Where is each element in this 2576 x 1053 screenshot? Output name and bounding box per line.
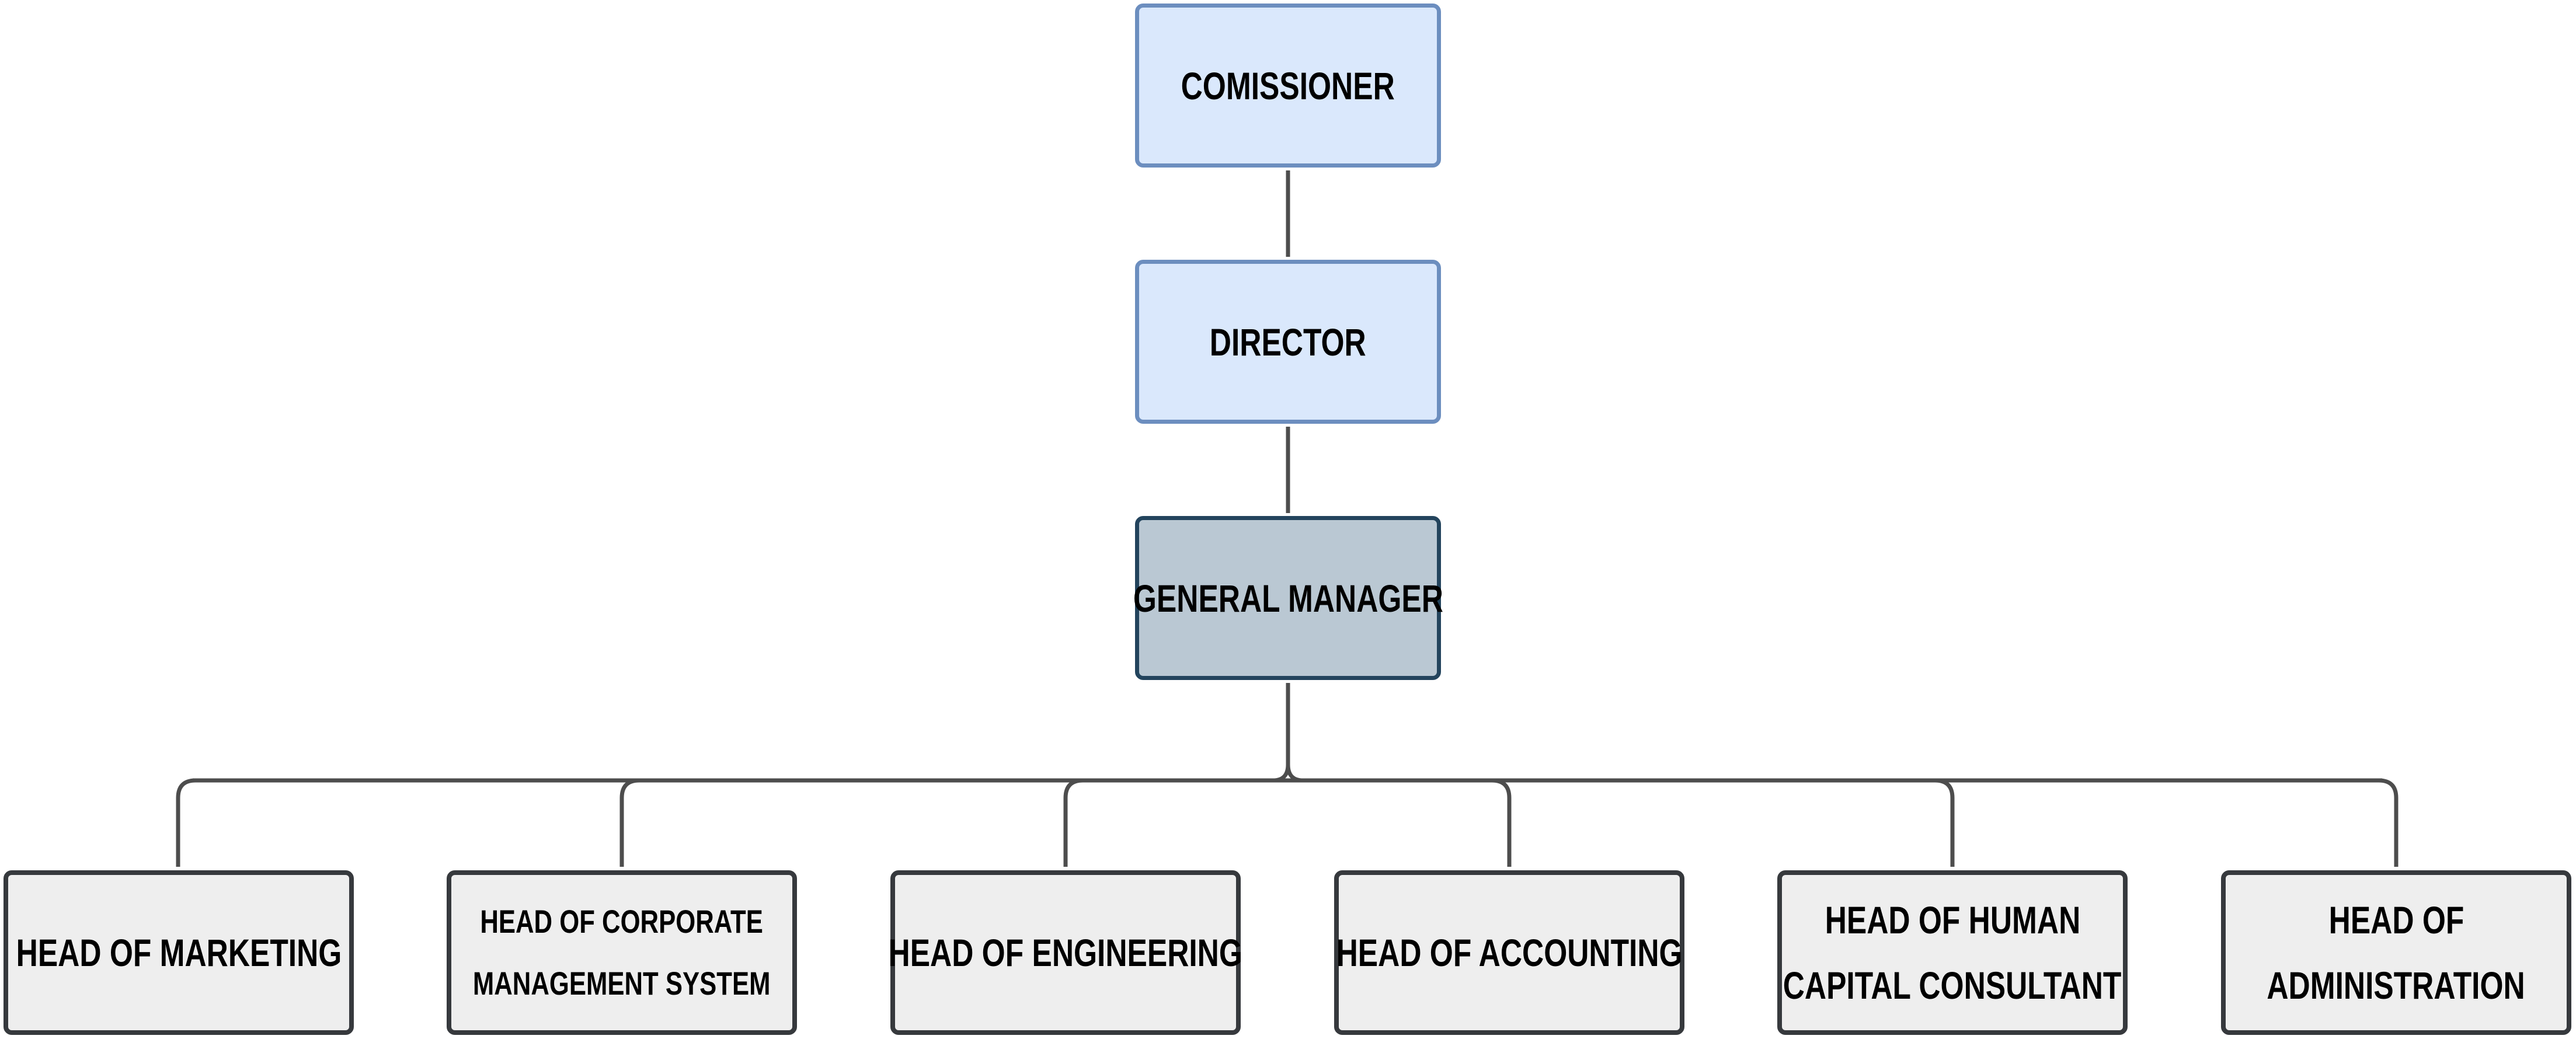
node-label-line-1: HEAD OF HUMAN bbox=[1825, 898, 2080, 942]
node-label: HEAD OF MARKETING bbox=[16, 931, 342, 974]
node-label: DIRECTOR bbox=[1210, 320, 1366, 364]
node-head-of-corporate-management-system[interactable]: HEAD OF CORPORATE MANAGEMENT SYSTEM bbox=[447, 870, 797, 1035]
node-label-line-1: HEAD OF CORPORATE bbox=[480, 903, 764, 940]
connector-branch-5 bbox=[1934, 778, 1955, 867]
node-head-of-accounting[interactable]: HEAD OF ACCOUNTING bbox=[1334, 870, 1684, 1035]
node-label: COMISSIONER bbox=[1181, 64, 1395, 107]
node-label: HEAD OF ENGINEERING bbox=[888, 931, 1243, 974]
connector-gm-trunk bbox=[1272, 683, 1304, 783]
connector-branch-2 bbox=[619, 778, 640, 867]
node-label-line-2: ADMINISTRATION bbox=[2267, 964, 2526, 1007]
node-label-line-2: MANAGEMENT SYSTEM bbox=[473, 965, 771, 1002]
node-head-of-administration[interactable]: HEAD OF ADMINISTRATION bbox=[2221, 870, 2571, 1035]
node-label-line-2: CAPITAL CONSULTANT bbox=[1783, 964, 2122, 1007]
node-director[interactable]: DIRECTOR bbox=[1135, 260, 1441, 424]
connector-branch-6 bbox=[2378, 778, 2399, 867]
connector-branch-3 bbox=[1063, 778, 1084, 867]
node-head-of-engineering[interactable]: HEAD OF ENGINEERING bbox=[888, 870, 1243, 1035]
node-general-manager[interactable]: GENERAL MANAGER bbox=[1133, 516, 1443, 680]
connector-branch-1 bbox=[176, 778, 196, 867]
connector-branch-4 bbox=[1491, 778, 1512, 867]
node-label-line-1: HEAD OF bbox=[2328, 898, 2464, 942]
node-label: HEAD OF ACCOUNTING bbox=[1336, 931, 1683, 974]
node-label: GENERAL MANAGER bbox=[1133, 576, 1443, 620]
node-commissioner[interactable]: COMISSIONER bbox=[1135, 4, 1441, 168]
node-head-of-marketing[interactable]: HEAD OF MARKETING bbox=[4, 870, 354, 1035]
node-head-of-human-capital-consultant[interactable]: HEAD OF HUMAN CAPITAL CONSULTANT bbox=[1777, 870, 2128, 1035]
